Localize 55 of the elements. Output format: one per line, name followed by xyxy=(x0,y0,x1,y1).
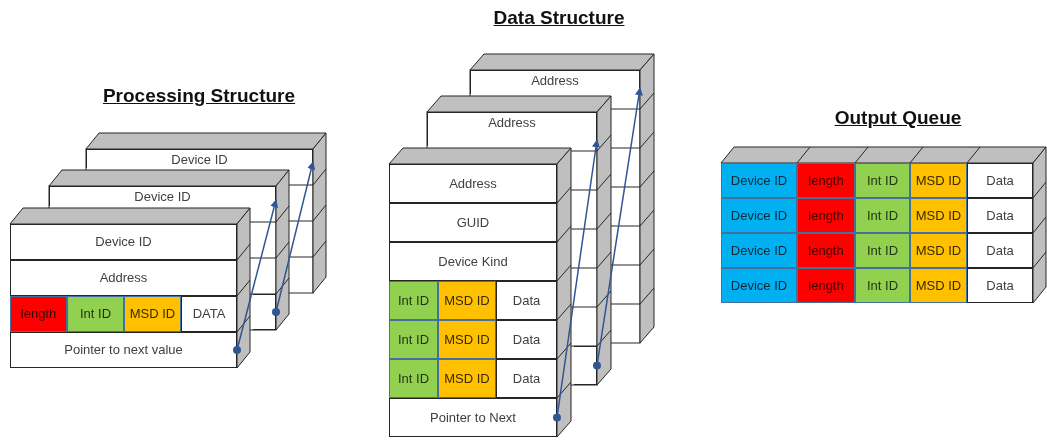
field-cell: length xyxy=(797,198,855,233)
field-cell: Device ID xyxy=(721,233,797,268)
pointer-arrow xyxy=(593,87,643,370)
pointer-arrow xyxy=(272,161,316,316)
field-cell: Data xyxy=(496,281,557,320)
field-cell: Int ID xyxy=(67,296,124,332)
field-cell: Address xyxy=(389,164,557,203)
field-cell: Int ID xyxy=(855,198,910,233)
field-cell: Data xyxy=(496,359,557,398)
pointer-field xyxy=(253,294,276,330)
field-cell: Device ID xyxy=(721,163,797,198)
field-cell: MSD ID xyxy=(910,198,967,233)
field-cell: Data xyxy=(967,198,1033,233)
field-cell: Int ID xyxy=(389,359,438,398)
record-block xyxy=(721,163,1033,303)
field-cell: DATA xyxy=(181,296,237,332)
field-cell: MSD ID xyxy=(910,233,967,268)
record-block-top: Address xyxy=(427,112,597,146)
section-heading: Output Queue xyxy=(834,106,962,130)
field-cell: length xyxy=(797,233,855,268)
field-cell: length xyxy=(797,268,855,303)
field-cell: MSD ID xyxy=(438,359,496,398)
field-cell: Int ID xyxy=(855,233,910,268)
field-cell: MSD ID xyxy=(438,320,496,359)
field-cell: length xyxy=(797,163,855,198)
field-cell: Int ID xyxy=(855,268,910,303)
section-heading: Processing Structure xyxy=(102,84,296,108)
field-cell: Address xyxy=(10,260,237,296)
field-cell: Device Kind xyxy=(389,242,557,281)
field-cell: Int ID xyxy=(389,281,438,320)
field-cell: Device ID xyxy=(10,224,237,260)
field-cell: Device ID xyxy=(721,198,797,233)
section-heading: Data Structure xyxy=(493,6,625,30)
field-cell: Data xyxy=(967,163,1033,198)
field-cell: GUID xyxy=(389,203,557,242)
field-cell: Data xyxy=(967,233,1033,268)
record-block xyxy=(10,224,237,368)
pointer-arrow xyxy=(233,199,279,354)
field-cell: Pointer to next value xyxy=(10,332,237,368)
field-cell: MSD ID xyxy=(124,296,181,332)
field-cell: MSD ID xyxy=(438,281,496,320)
pointer-arrow xyxy=(553,139,600,422)
field-cell: Data xyxy=(496,320,557,359)
field-cell: Int ID xyxy=(855,163,910,198)
record-block-top: Device ID xyxy=(86,149,313,168)
field-cell: MSD ID xyxy=(910,268,967,303)
record-block-top: Address xyxy=(470,70,640,94)
field-cell: Int ID xyxy=(389,320,438,359)
field-cell: MSD ID xyxy=(910,163,967,198)
field-cell: Data xyxy=(967,268,1033,303)
field-cell: Pointer to Next xyxy=(389,398,557,437)
field-cell: length xyxy=(10,296,67,332)
pointer-field xyxy=(574,346,597,385)
record-block-top: Device ID xyxy=(49,186,276,206)
field-cell: Device ID xyxy=(721,268,797,303)
